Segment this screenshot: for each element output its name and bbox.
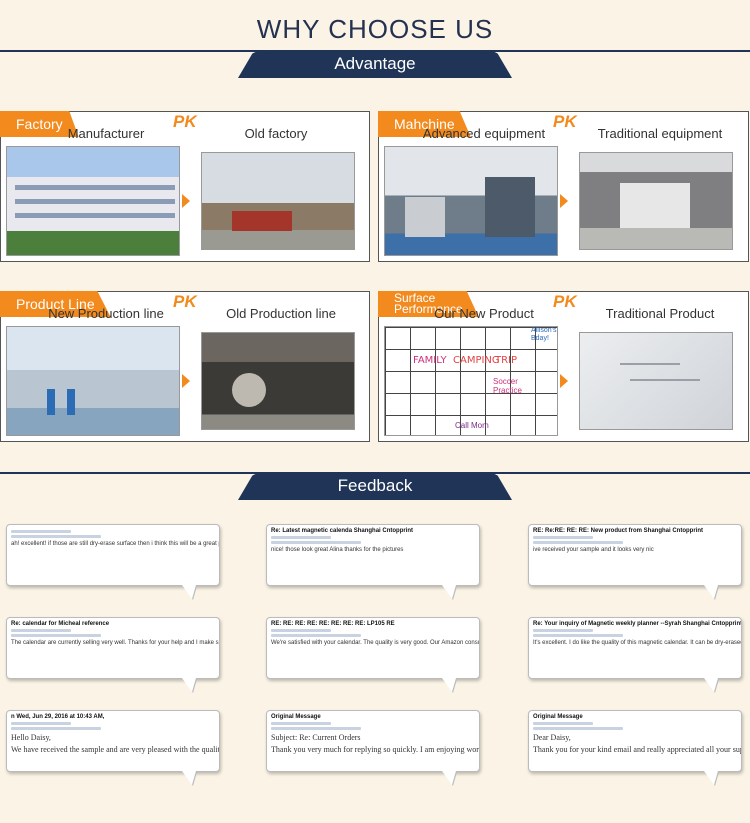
redacted-line (271, 727, 361, 730)
feedback-body: ive received your sample and it looks ve… (533, 547, 654, 553)
board-text: FAMILY (413, 355, 447, 366)
redacted-line (11, 722, 71, 725)
speech-tail (182, 585, 196, 599)
speech-tail (704, 678, 718, 692)
new-production-caption: New Production line (48, 306, 164, 321)
advanced-equipment-photo (384, 146, 558, 256)
feedback-card: RE: RE: RE: RE: RE: RE: RE: RE: LP105 RE… (266, 617, 480, 679)
traditional-product-caption: Traditional Product (605, 306, 715, 321)
pk-logo: PK (173, 112, 197, 131)
redacted-line (533, 722, 593, 725)
redacted-line (533, 536, 593, 539)
traditional-equipment-caption: Traditional equipment (597, 126, 723, 141)
arrow-icon (182, 194, 190, 208)
surface-tag-line2: Performance (394, 302, 463, 316)
feedback-body: Thank you for your kind email and really… (533, 745, 741, 754)
surface-tag-line1: Surface (394, 291, 436, 305)
feedback-header: Re: Your inquiry of Magnetic weekly plan… (533, 621, 742, 627)
redacted-line (271, 541, 361, 544)
product-line-panel: Product Line New Production line Old Pro… (0, 291, 370, 442)
arrow-icon (560, 374, 568, 388)
feedback-body: We're satisfied with your calendar. The … (271, 640, 479, 646)
speech-tail (442, 585, 456, 599)
factory-panel: Factory Manufacturer Old factory PK (0, 111, 370, 262)
page-title: WHY CHOOSE US (256, 14, 494, 44)
speech-tail (442, 678, 456, 692)
arrow-icon (182, 374, 190, 388)
feedback-tab: Feedback (238, 472, 512, 500)
feedback-body: Thank you very much for replying so quic… (271, 745, 479, 754)
advantage-tab: Advantage (238, 50, 512, 78)
redacted-line (11, 530, 71, 533)
board-text: Call Mom (455, 421, 489, 430)
redacted-line (533, 727, 623, 730)
redacted-line (11, 629, 71, 632)
new-production-photo (6, 326, 180, 436)
feedback-body: The calendar are currently selling very … (11, 640, 219, 646)
board-text: TRIP (495, 355, 518, 366)
speech-tail (704, 771, 718, 785)
old-production-photo (201, 332, 355, 430)
feedback-card: Re: Your inquiry of Magnetic weekly plan… (528, 617, 742, 679)
feedback-card: RE: Re:RE: RE: RE: New product from Shan… (528, 524, 742, 586)
board-text: CAMPING (453, 355, 500, 366)
manufacturer-photo (6, 146, 180, 256)
feedback-subline: Subject: Re: Current Orders (271, 733, 361, 742)
redacted-line (11, 727, 101, 730)
feedback-card: Re: Latest magnetic calenda Shanghai Cnt… (266, 524, 480, 586)
pk-logo: PK (553, 112, 577, 131)
redacted-line (11, 535, 101, 538)
speech-tail (704, 585, 718, 599)
feedback-subline: Hello Daisy, (11, 733, 51, 742)
speech-tail (182, 678, 196, 692)
factory-tag: Factory (0, 111, 79, 137)
traditional-product-photo (579, 332, 733, 430)
product-line-tag: Product Line (0, 291, 111, 317)
redacted-line (271, 629, 331, 632)
speech-tail (442, 771, 456, 785)
feedback-header: Original Message (271, 714, 321, 720)
arrow-icon (560, 194, 568, 208)
redacted-line (271, 634, 361, 637)
feedback-body: nice! those look great Alina thanks for … (271, 547, 404, 553)
feedback-body: It's excellent. I do like the quality of… (533, 640, 742, 646)
feedback-header: Re: Latest magnetic calenda Shanghai Cnt… (271, 528, 414, 534)
redacted-line (533, 634, 623, 637)
advanced-equipment-caption: Advanced equipment (422, 126, 546, 141)
feedback-subline: Dear Daisy, (533, 733, 571, 742)
speech-tail (182, 771, 196, 785)
redacted-line (271, 536, 331, 539)
old-factory-photo (201, 152, 355, 250)
old-factory-caption: Old factory (244, 126, 308, 141)
feedback-header: RE: Re:RE: RE: RE: New product from Shan… (533, 528, 703, 534)
redacted-line (533, 541, 623, 544)
whiteboard-calendar-photo: FAMILY CAMPING TRIP Soccer Practice Alli… (384, 326, 558, 436)
new-product-caption: Our New Product (434, 306, 534, 321)
feedback-card: n Wed, Jun 29, 2016 at 10:43 AM, Hello Da… (6, 710, 220, 772)
feedback-header: Original Message (533, 714, 583, 720)
pk-logo: PK (173, 292, 197, 311)
board-text: Allison's Bday! (531, 327, 557, 342)
feedback-header: RE: RE: RE: RE: RE: RE: RE: RE: LP105 RE (271, 621, 395, 627)
manufacturer-caption: Manufacturer (67, 126, 145, 141)
redacted-line (533, 629, 593, 632)
machine-panel: Mahchine Advanced equipment Traditional … (378, 111, 749, 262)
board-text: Soccer Practice (493, 377, 522, 395)
feedback-body: We have received the sample and are very… (11, 745, 220, 754)
feedback-body: ah! excellent! if those are still dry-er… (11, 541, 220, 547)
feedback-header: n Wed, Jun 29, 2016 at 10:43 AM, (11, 714, 105, 720)
machine-tag: Mahchine (378, 111, 471, 137)
redacted-line (11, 634, 101, 637)
feedback-header: Re: calendar for Micheal reference (11, 621, 110, 627)
pk-logo: PK (553, 292, 577, 311)
redacted-line (271, 722, 331, 725)
traditional-equipment-photo (579, 152, 733, 250)
old-production-caption: Old Production line (226, 306, 336, 321)
feedback-card: ah! excellent! if those are still dry-er… (6, 524, 220, 586)
